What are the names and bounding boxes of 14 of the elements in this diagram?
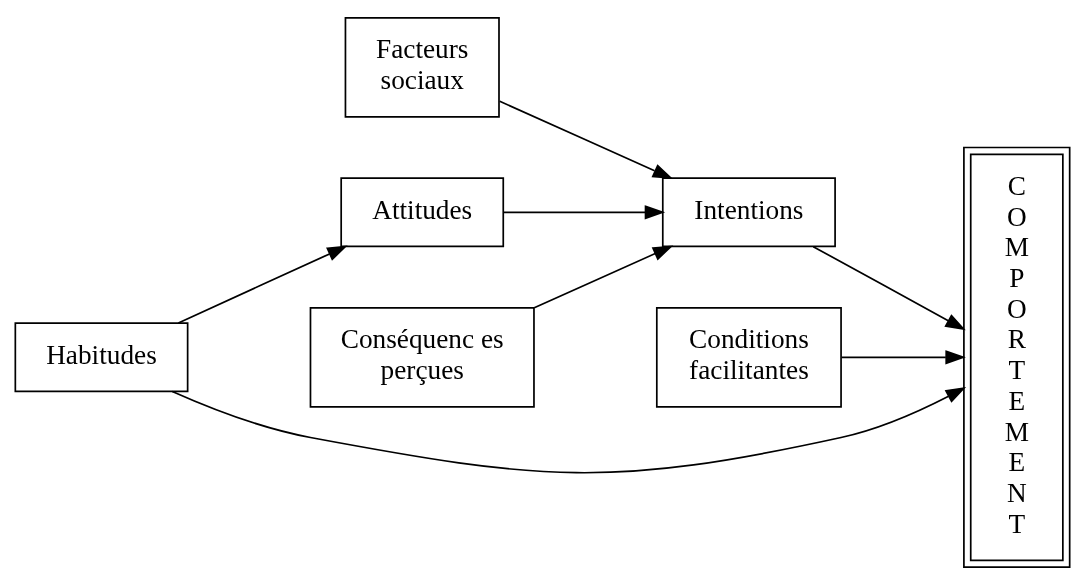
- node-box: Conditions facilitantes: [655, 307, 842, 408]
- arrow: [171, 386, 967, 474]
- arrow: [498, 100, 674, 180]
- arrow: [812, 245, 966, 331]
- node-box: Habitudes: [14, 322, 189, 393]
- arrow: [503, 205, 666, 220]
- node-box: Conséquenc es perçues: [309, 307, 535, 408]
- arrow: [533, 245, 674, 309]
- node-box: Intentions: [661, 177, 836, 248]
- node-box: COMPORTEMENT: [963, 146, 1071, 569]
- arrow: [177, 245, 348, 324]
- node-box: Facteurs sociaux: [344, 16, 500, 118]
- node-box: Attitudes: [340, 177, 505, 248]
- arrow: [840, 350, 966, 365]
